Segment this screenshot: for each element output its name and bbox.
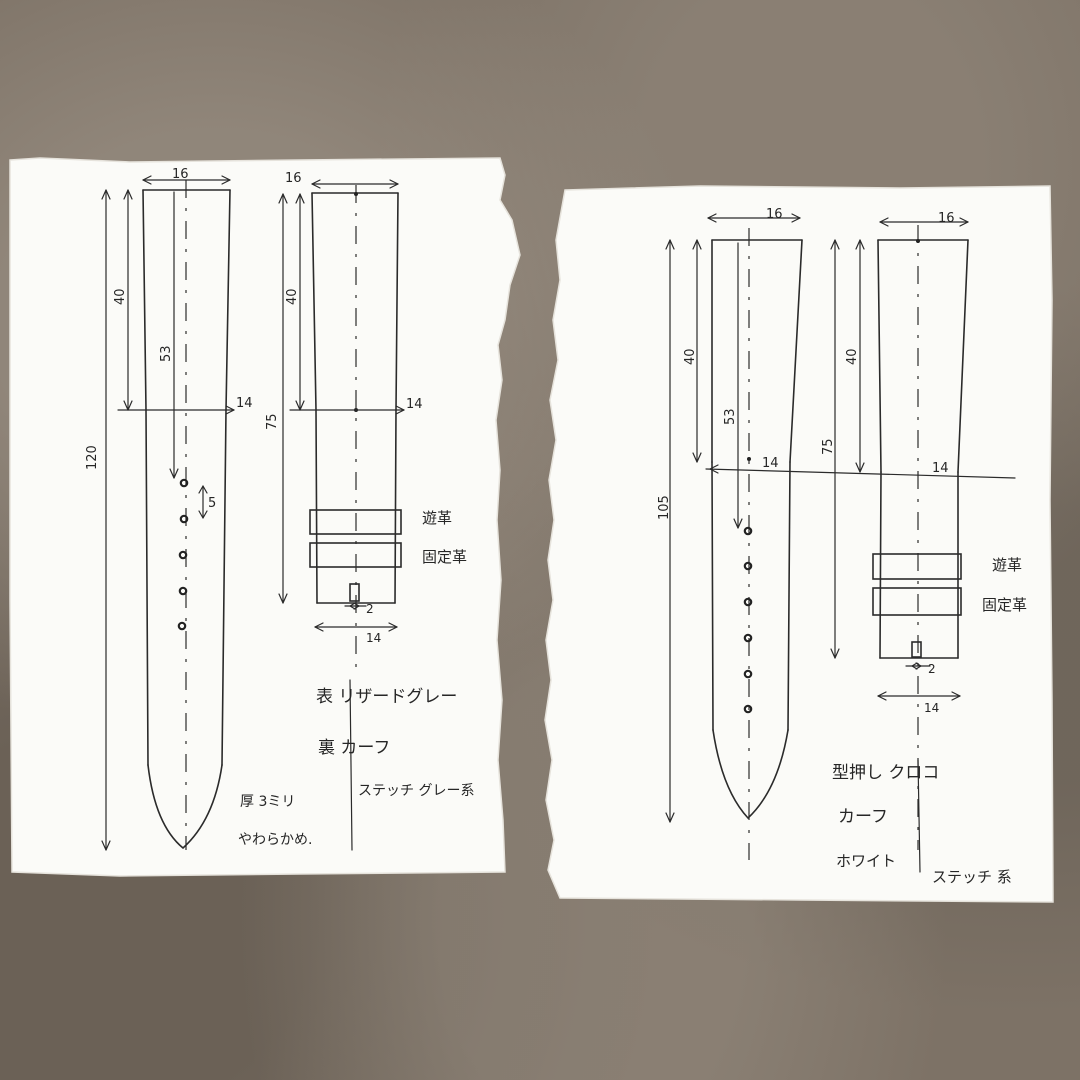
dim-first-hole: 53 [723, 408, 738, 425]
strap-hole [743, 633, 753, 643]
note-surface: 表 リザードグレー [316, 687, 457, 707]
dim-width-mid: 14 [236, 396, 253, 411]
dim-width-top: 16 [172, 167, 189, 182]
strap-hole [178, 550, 188, 560]
right-long-strap-labels: 16 105 40 53 14 [657, 207, 783, 520]
label-keeper-fixed: 固定革 [982, 596, 1027, 614]
dim-width-mid: 14 [406, 397, 423, 412]
left-notes: 表 リザードグレー 裏 カーフ ステッチ グレー系 厚 3ミリ やわらかめ. [238, 679, 474, 851]
dim-width-top: 16 [285, 171, 302, 186]
right-short-strap [830, 217, 969, 850]
strap-hole [177, 621, 187, 631]
dim-width-end: 14 [924, 701, 939, 715]
dim-length-total: 75 [821, 438, 836, 455]
left-long-strap-labels: 16 120 40 53 14 5 [85, 167, 253, 511]
right-paper-sheet [544, 185, 1054, 903]
dim-slot-width: 2 [366, 602, 374, 616]
dim-length-total: 75 [265, 413, 280, 430]
note-thread: ステッチ 系 [932, 868, 1012, 886]
dim-width-mid: 14 [762, 456, 779, 471]
right-long-strap [665, 213, 1016, 860]
dim-width-top: 16 [766, 207, 783, 222]
dim-length-total: 120 [85, 445, 100, 470]
left-paper-sheet [9, 157, 521, 877]
dim-slot-width: 2 [928, 662, 936, 676]
keeper-loop [872, 553, 962, 580]
keeper-fixed [872, 587, 962, 616]
right-short-strap-labels: 16 40 75 14 2 14 遊革 固定革 [821, 211, 1027, 715]
keeper-loop [309, 509, 402, 535]
label-keeper-fixed: 固定革 [422, 548, 467, 566]
dim-length-taper: 40 [845, 348, 860, 365]
strap-hole [743, 561, 753, 571]
dim-width-end: 14 [366, 631, 381, 645]
note-thread: ステッチ グレー系 [358, 783, 474, 799]
note-softness: やわらかめ. [238, 832, 312, 848]
note-back: 裏 カーフ [318, 737, 390, 758]
strap-hole [743, 526, 753, 536]
buckle-slot [911, 641, 922, 658]
dim-hole-pitch: 5 [208, 496, 216, 511]
keeper-fixed [309, 542, 402, 568]
dim-length-taper: 40 [113, 288, 128, 305]
dim-length-total: 105 [657, 495, 672, 520]
note-thickness: 厚 3ミリ [240, 794, 295, 810]
note-surface: 型押し クロコ [832, 763, 939, 783]
note-color: ホワイト [836, 852, 896, 870]
left-long-strap [101, 175, 235, 851]
label-keeper-loop: 遊革 [992, 556, 1022, 574]
dim-length-taper: 40 [683, 348, 698, 365]
label-keeper-loop: 遊革 [422, 509, 452, 527]
strap-hole [178, 586, 188, 596]
dim-width-top: 16 [938, 211, 955, 226]
strap-hole [743, 669, 753, 679]
strap-hole [179, 514, 189, 524]
strap-hole [179, 478, 189, 488]
strap-hole [743, 597, 753, 607]
left-short-strap [278, 179, 405, 668]
dim-length-taper: 40 [285, 288, 300, 305]
note-back: カーフ [838, 807, 888, 827]
buckle-slot [349, 583, 360, 602]
strap-hole [743, 704, 753, 714]
dim-first-hole: 53 [159, 345, 174, 362]
left-short-strap-labels: 16 40 75 14 2 14 遊革 固定革 [265, 171, 467, 645]
dim-width-mid: 14 [932, 461, 949, 476]
right-notes: 型押し クロコ カーフ ホワイト ステッチ 系 [832, 759, 1012, 886]
